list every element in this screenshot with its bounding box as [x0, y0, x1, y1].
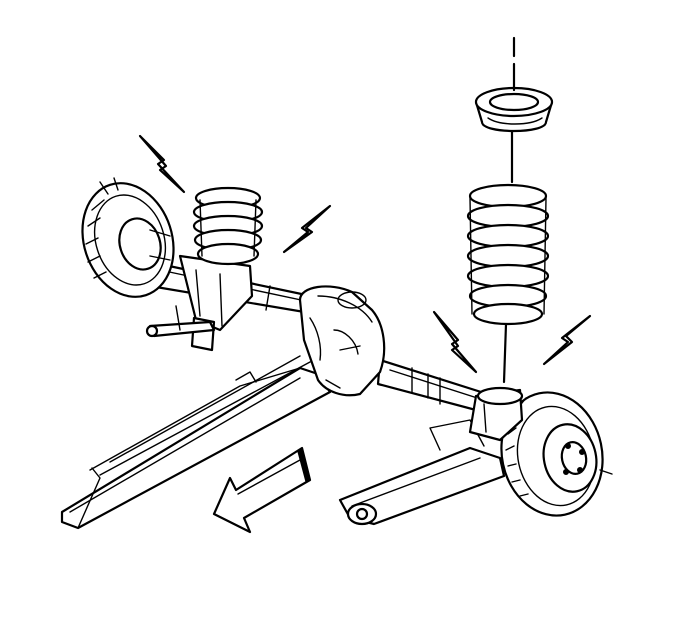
- noise-symbol: [138, 134, 592, 374]
- right-coil-spring: [466, 183, 550, 326]
- left-trailing-arm: [60, 355, 332, 530]
- spring-insulator: [474, 86, 554, 133]
- left-spring-bracket: [178, 254, 254, 352]
- right-spring-seat: [468, 386, 524, 442]
- alignment-line: [502, 36, 516, 384]
- differential-carrier: [298, 285, 386, 397]
- right-brake-rotor: [500, 391, 613, 517]
- left-brake-rotor: [81, 177, 175, 298]
- left-coil-spring: [192, 186, 264, 266]
- stabilizer-link: [145, 305, 216, 338]
- front-direction-arrow: [212, 446, 312, 534]
